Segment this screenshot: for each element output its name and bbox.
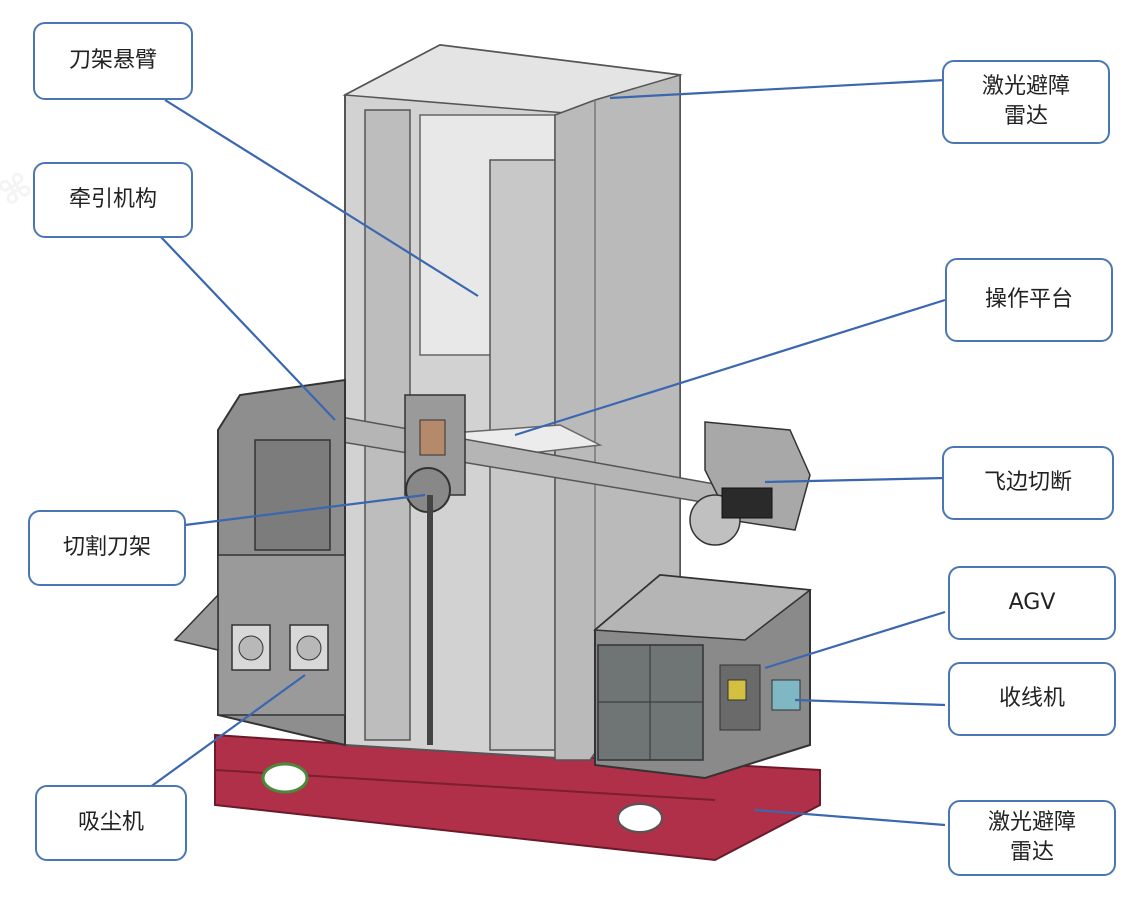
agv-hole-right (617, 803, 663, 833)
leader-lines (134, 78, 946, 827)
label-laser-radar-top: 激光避障 雷达 (942, 60, 1110, 144)
label-winder: 收线机 (948, 662, 1116, 736)
label-operating-platform: 操作平台 (945, 258, 1113, 342)
label-cutting-holder: 切割刀架 (28, 510, 186, 586)
label-agv: AGV (948, 566, 1116, 640)
label-traction-mechanism: 牵引机构 (33, 162, 193, 238)
label-tool-arm: 刀架悬臂 (33, 22, 193, 100)
agv-hole-left (261, 762, 309, 794)
label-flash-cut: 飞边切断 (942, 446, 1114, 520)
label-laser-radar-bottom: 激光避障 雷达 (948, 800, 1116, 876)
label-dust-collector: 吸尘机 (35, 785, 187, 861)
